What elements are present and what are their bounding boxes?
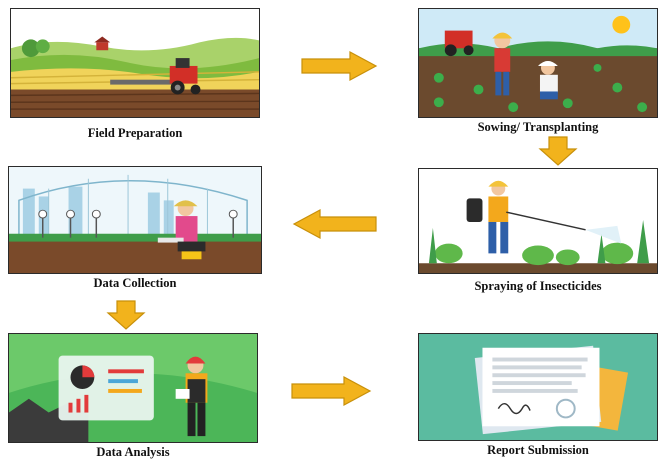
- spraying-insecticides-panel: [418, 168, 658, 274]
- data-analysis-label: Data Analysis: [96, 445, 170, 459]
- down-arrow-icon: [538, 136, 578, 166]
- data-collection-label: Data Collection: [93, 276, 177, 290]
- left-arrow-icon: [292, 208, 378, 240]
- dashboard-analyst-illustration: [9, 334, 257, 442]
- down-arrow-icon: [106, 300, 146, 330]
- spraying-insecticides-label: Spraying of Insecticides: [474, 279, 602, 293]
- field-preparation-panel: [10, 8, 260, 118]
- sowing-transplanting-label: Sowing/ Transplanting: [477, 120, 599, 134]
- report-documents-illustration: [419, 334, 657, 440]
- data-collection-panel: [8, 166, 262, 274]
- farmer-spraying-illustration: [419, 169, 657, 273]
- greenhouse-sensors-illustration: [9, 167, 261, 273]
- report-submission-panel: [418, 333, 658, 441]
- data-analysis-panel: [8, 333, 258, 443]
- sowing-transplanting-panel: [418, 8, 658, 118]
- field-preparation-label: Field Preparation: [87, 126, 183, 140]
- tractor-field-illustration: [11, 9, 259, 117]
- right-arrow-icon: [300, 50, 378, 82]
- farmers-planting-illustration: [419, 9, 657, 117]
- right-arrow-icon: [290, 375, 372, 407]
- report-submission-label: Report Submission: [487, 443, 589, 457]
